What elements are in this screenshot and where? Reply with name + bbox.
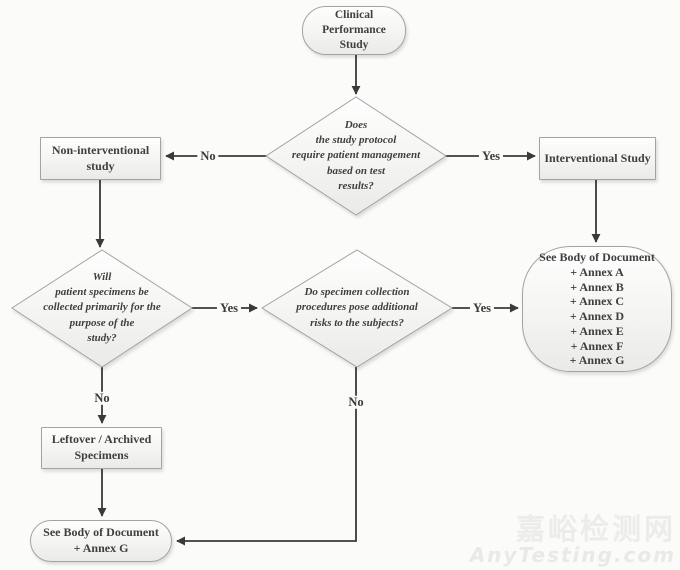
edge-label-risks-yes: Yes bbox=[469, 302, 495, 315]
start-node: Clinical Performance Study bbox=[302, 6, 406, 55]
decision-risks-diamond bbox=[261, 249, 453, 368]
leftover-archived-specimens-node: Leftover / Archived Specimens bbox=[41, 427, 162, 469]
see-body-annex-g-node: See Body of Document + Annex G bbox=[30, 520, 172, 562]
see-body-all-annexes-node: See Body of Document + Annex A + Annex B… bbox=[522, 246, 672, 372]
interventional-study-node: Interventional Study bbox=[539, 137, 656, 180]
decision-specimens-diamond bbox=[11, 249, 193, 368]
non-interventional-study-node: Non-interventional study bbox=[40, 137, 161, 180]
edge-label-risks-no: No bbox=[345, 396, 367, 409]
edge-label-protocol-no: No bbox=[197, 150, 219, 163]
edge-label-specimens-no: No bbox=[91, 392, 113, 405]
edge-label-protocol-yes: Yes bbox=[478, 150, 504, 163]
edge-label-specimens-yes: Yes bbox=[216, 302, 242, 315]
arrow-risks-no-to-annexg bbox=[176, 367, 357, 546]
decision-protocol-diamond bbox=[265, 96, 447, 216]
